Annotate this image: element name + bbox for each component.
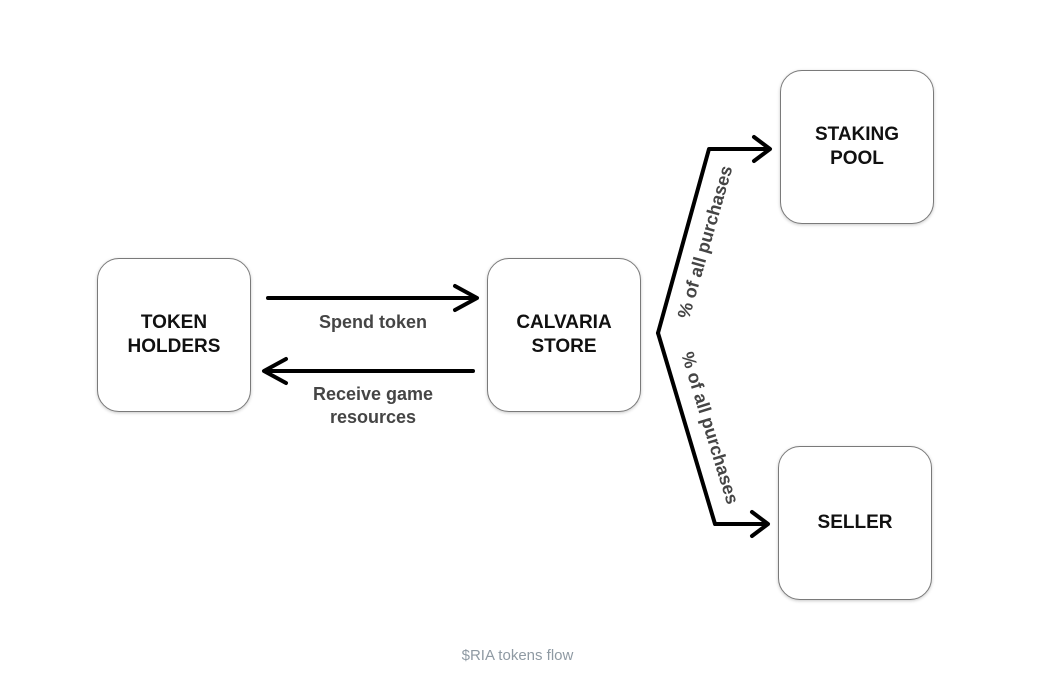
calvaria-store-node: CALVARIA STORE	[487, 258, 641, 412]
token-holders-label: TOKEN HOLDERS	[127, 312, 221, 357]
receive-arrow	[262, 357, 475, 385]
calvaria-store-label: CALVARIA STORE	[516, 312, 612, 357]
spend-token-label: Spend token	[318, 312, 427, 332]
seller-arrow	[656, 331, 770, 538]
seller-label: SELLER	[817, 512, 893, 533]
staking-pool-node: STAKING POOL	[780, 70, 934, 224]
receive-resources-label: Receive game resources	[312, 384, 434, 427]
spend-arrow	[266, 284, 479, 312]
token-holders-node: TOKEN HOLDERS	[97, 258, 251, 412]
diagram-caption: $RIA tokens flow	[461, 647, 574, 664]
staking-pool-label: STAKING POOL	[814, 124, 900, 169]
seller-node: SELLER	[778, 446, 932, 600]
staking-arrow	[656, 135, 772, 335]
